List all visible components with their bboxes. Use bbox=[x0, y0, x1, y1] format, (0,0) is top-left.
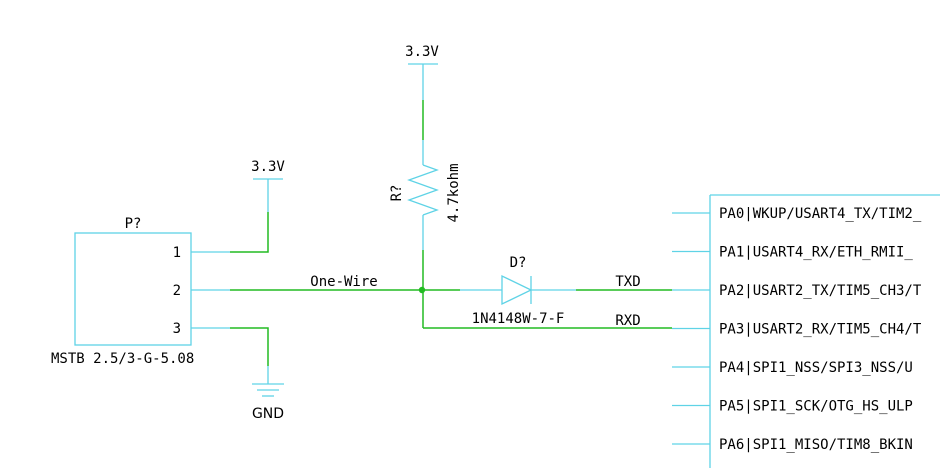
mcu-pin-label: PA3|USART2_RX/TIM5_CH4/T bbox=[719, 322, 922, 338]
mcu-symbol: PA0|WKUP/USART4_TX/TIM2_ PA1|USART4_RX/ET… bbox=[672, 194, 940, 468]
connector-body bbox=[74, 232, 192, 346]
mcu-pin-label: PA1|USART4_RX/ETH_RMII_ bbox=[719, 245, 913, 261]
connector-pin-2: 2 bbox=[173, 283, 181, 299]
wire-pin1-power bbox=[230, 212, 269, 253]
diode-symbol: D? 1N4148W-7-F bbox=[460, 255, 576, 327]
mcu-pin-label: PA0|WKUP/USART4_TX/TIM2_ bbox=[719, 206, 922, 222]
wire-pin3-ground bbox=[230, 327, 269, 366]
power-label-connector: 3.3V bbox=[251, 159, 285, 175]
connector-symbol: P? 1 2 3 MSTB 2.5/3-G-5.08 bbox=[51, 216, 230, 367]
diode-designator: D? bbox=[510, 255, 527, 271]
mcu-pin-label: PA2|USART2_TX/TIM5_CH3/T bbox=[719, 283, 922, 299]
net-label-one-wire: One-Wire bbox=[310, 274, 377, 290]
connector-part-number: MSTB 2.5/3-G-5.08 bbox=[51, 351, 194, 367]
mcu-pin-label: PA5|SPI1_SCK/OTG_HS_ULP bbox=[719, 399, 913, 415]
power-port-connector: 3.3V bbox=[251, 159, 285, 212]
net-label-rxd: RXD bbox=[615, 313, 640, 329]
power-label-top: 3.3V bbox=[405, 44, 439, 60]
resistor-symbol: R? 4.7kohm bbox=[389, 140, 462, 250]
ground-symbol: GND bbox=[252, 366, 284, 422]
mcu-pin-label: PA4|SPI1_NSS/SPI3_NSS/U bbox=[719, 360, 913, 376]
junction-dot bbox=[418, 286, 426, 294]
connector-pin-1: 1 bbox=[173, 245, 181, 261]
diode-part-number: 1N4148W-7-F bbox=[472, 311, 565, 327]
connector-pin-3: 3 bbox=[173, 321, 181, 337]
mcu-pin-label: PA6|SPI1_MISO/TIM8_BKIN bbox=[719, 437, 913, 453]
ground-label: GND bbox=[252, 406, 284, 422]
resistor-value: 4.7kohm bbox=[446, 163, 462, 222]
mcu-pin-list: PA0|WKUP/USART4_TX/TIM2_ PA1|USART4_RX/ET… bbox=[672, 206, 922, 453]
connector-designator: P? bbox=[125, 216, 142, 232]
power-port-top: 3.3V bbox=[405, 44, 439, 100]
resistor-designator: R? bbox=[389, 185, 405, 202]
net-label-txd: TXD bbox=[615, 274, 640, 290]
